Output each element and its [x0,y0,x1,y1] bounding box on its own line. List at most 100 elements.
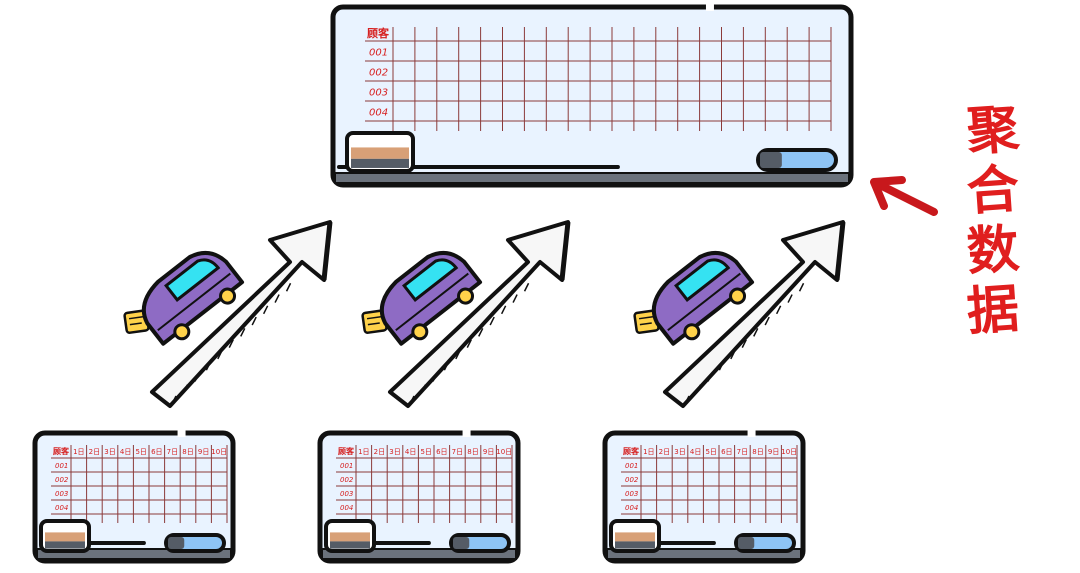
table-header-customer: 顾客 [623,446,640,456]
up-arrow-icon-3 [663,220,846,408]
table-header-customer: 顾客 [338,446,355,456]
arrow-hatch [798,282,805,292]
tag-line [638,315,654,320]
arrow-hatch [240,328,246,337]
table-header-day: 9日 [198,448,209,456]
table-header-day: 3日 [104,448,115,456]
frame-gap [177,429,186,437]
frame-gap [705,3,714,11]
table-header-day: 7日 [167,448,178,456]
arrow-hatch [182,384,189,394]
table-header-day: 8日 [467,448,478,456]
arrow-hatch [478,328,484,337]
arrow-hatch [455,350,461,360]
up-arrow-icon-1 [150,220,333,408]
table-row-id: 003 [369,87,388,98]
arrow-hatch [775,305,782,315]
table-row-id: 001 [625,462,638,470]
arrow-hatch [228,339,234,348]
table-header-day: 4日 [690,448,701,456]
table-header-day: 4日 [405,448,416,456]
arrow-tip-shadow [321,221,333,281]
eraser-icon [609,519,661,553]
pointer-arrow-icon [870,176,938,216]
table-header-day: 4日 [120,448,131,456]
arrow-hatch [523,282,530,292]
board-tray [334,172,850,184]
eraser-felt [351,147,409,159]
eraser-icon [39,519,91,553]
table-header-day: 2日 [89,448,100,456]
table-header-day: 6日 [721,448,732,456]
eraser-icon [345,131,415,173]
table-header-day: 10日 [781,448,797,456]
table-header-day: 5日 [705,448,716,456]
car-window [402,258,459,302]
marker-icon [734,533,796,553]
arrow-hatch [707,373,713,382]
table-header-day: 6日 [436,448,447,456]
marker-icon [449,533,511,553]
table-grid [51,445,228,523]
table-header-day: 1日 [73,448,84,456]
car-wheel [173,323,191,341]
table-header-day: 10日 [496,448,512,456]
table-grid [621,445,798,523]
eraser-base [351,158,409,168]
car-window [674,258,731,302]
pointer-shaft [878,182,938,216]
board-tray [321,548,517,560]
marker-cap [760,152,782,168]
car-icon-2 [361,250,483,346]
table-row-id: 001 [369,47,388,58]
table-row-id: 004 [55,504,68,512]
car-wheel [729,287,747,305]
table-row-id: 002 [340,476,354,484]
frame-gap [462,429,471,437]
marker-cap [453,537,470,549]
arrow-tip-shadow [559,221,571,281]
aggregate-data-label: 聚 合 数 据 [948,98,1038,342]
table-header-day: 8日 [182,448,193,456]
marker-icon [756,148,838,172]
table-grid [365,27,832,131]
arrow-hatch [787,294,793,303]
table-row-id: 003 [340,490,353,498]
arrow-hatch [753,328,759,337]
table-row-id: 004 [340,504,353,512]
car-wheel [683,323,701,341]
table-header-day: 1日 [358,448,369,456]
arrow-tip-shadow [834,221,846,281]
table-header-day: 6日 [151,448,162,456]
arrow-hatch [500,305,507,315]
table-row-id: 003 [625,490,638,498]
table-grid [336,445,513,523]
table-header-day: 2日 [374,448,385,456]
eraser-base [45,541,85,549]
eraser-icon [324,519,376,553]
table-row-id: 004 [625,504,638,512]
car-door-line [667,272,741,332]
arrow-hatch [205,361,212,371]
table-header-day: 7日 [737,448,748,456]
table-header-day: 5日 [420,448,431,456]
table-row-id: 002 [55,476,69,484]
marker-icon [164,533,226,553]
arrow-hatch [432,373,438,382]
table-row-id: 001 [55,462,68,470]
car-wheel [411,323,429,341]
table-row-id: 002 [369,67,388,78]
tag-line [367,322,380,326]
tag-line [639,322,652,326]
arrow-hatch [512,294,518,303]
eraser-base [330,541,370,549]
car-wheel [219,287,237,305]
table-header-customer: 顾客 [367,26,390,40]
marker-cap [168,537,185,549]
arrow-hatch [217,350,223,360]
car-icon-3 [633,250,755,346]
